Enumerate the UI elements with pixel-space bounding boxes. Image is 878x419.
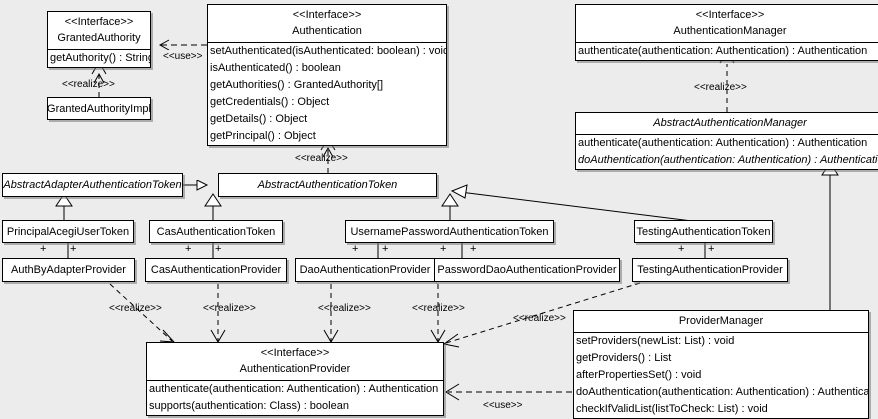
class-header: ProviderManager [574,311,868,332]
association-marker-plus: + [708,243,715,255]
class-name: TestingAuthenticationProvider [637,264,783,276]
association-marker-plus: + [215,243,222,255]
class-header: <<Interface>> GrantedAuthority [48,12,150,49]
class-header: <<Interface>> Authentication [208,5,446,42]
operation: afterPropertiesSet() : void [576,369,702,381]
class-name: CasAuthenticationProvider [150,264,282,276]
class-name: AbstractAdapterAuthenticationToken [3,179,182,191]
operation: supports(authentication: Class) : boolea… [149,400,349,412]
stereotype-label: <<Interface>> [695,9,765,21]
operation: isAuthenticated() : boolean [210,62,341,74]
class-name: AuthenticationManager [673,25,787,37]
operation: getAuthority() : String [50,52,151,64]
operation: doAuthentication(authentication: Authent… [576,386,869,398]
edge-label-realize-abstract-token: <<realize>> [295,153,348,164]
class-cas-authentication-token[interactable]: CasAuthenticationToken [149,220,283,243]
association-marker-plus: + [440,243,447,255]
edge-label-realize-abstract-manager: <<realize>> [694,82,747,93]
operations-compartment: getAuthority() : String [48,49,150,67]
class-name: PrincipalAcegiUserToken [6,225,130,238]
edge-label-realize-password-dao-provider: <<realize>> [412,303,465,314]
class-authentication-manager[interactable]: <<Interface>> AuthenticationManager auth… [575,4,878,61]
operations-compartment: authenticate(authentication: Authenticat… [576,134,878,169]
class-header: <<Interface>> AuthenticationProvider [147,343,443,380]
association-marker-plus: + [70,243,77,255]
operation: authenticate(authentication: Authenticat… [149,383,439,395]
class-name: TestingAuthenticationToken [636,225,771,238]
class-name: AbstractAuthenticationToken [257,179,398,191]
operation: doAuthentication(authentication: Authent… [578,154,878,166]
class-dao-authentication-provider[interactable]: DaoAuthenticationProvider [295,258,435,282]
class-name: CasAuthenticationToken [156,225,276,238]
operation: getDetails() : Object [210,113,308,125]
operations-compartment: authenticate(authentication: Authenticat… [576,42,878,60]
class-authentication[interactable]: <<Interface>> Authentication setAuthenti… [207,4,447,146]
association-marker-plus: + [185,243,192,255]
class-name: Authentication [292,25,362,37]
class-header: AbstractAuthenticationManager [576,113,878,134]
operation: getAuthorities() : GrantedAuthority[] [210,79,384,91]
class-testing-authentication-provider[interactable]: TestingAuthenticationProvider [632,258,788,282]
operation: getPrincipal() : Object [210,130,316,142]
operation: authenticate(authentication: Authenticat… [578,45,868,57]
association-marker-plus: + [40,243,47,255]
class-name: DaoAuthenticationProvider [299,264,431,276]
class-name: UsernamePasswordAuthenticationToken [350,225,549,238]
association-marker-plus: + [382,243,389,255]
stereotype-label: <<Interface>> [64,16,134,28]
class-username-password-authentication-token[interactable]: UsernamePasswordAuthenticationToken [345,220,554,243]
operations-compartment: setAuthenticated(isAuthenticated: boolea… [208,42,446,145]
stereotype-label: <<Interface>> [292,9,362,21]
class-testing-authentication-token[interactable]: TestingAuthenticationToken [634,220,773,243]
class-abstract-adapter-authentication-token[interactable]: AbstractAdapterAuthenticationToken [2,173,183,197]
class-abstract-authentication-token[interactable]: AbstractAuthenticationToken [218,173,437,197]
class-authentication-provider[interactable]: <<Interface>> AuthenticationProvider aut… [146,342,444,416]
association-marker-plus: + [352,243,359,255]
operation: authenticate(authentication: Authenticat… [578,137,868,149]
class-abstract-authentication-manager[interactable]: AbstractAuthenticationManager authentica… [575,112,878,170]
operation: setProviders(newList: List) : void [576,335,735,347]
class-name: AbstractAuthenticationManager [653,117,807,129]
association-marker-plus: + [678,243,685,255]
operations-compartment: authenticate(authentication: Authenticat… [147,380,443,415]
class-name: AuthenticationProvider [239,363,351,375]
association-marker-plus: + [470,243,477,255]
operation: getProviders() : List [576,352,672,364]
class-name: PasswordDaoAuthenticationProvider [437,264,617,276]
class-provider-manager[interactable]: ProviderManager setProviders(newList: Li… [573,310,869,419]
class-principal-acegi-user-token[interactable]: PrincipalAcegiUserToken [2,220,134,243]
operation: checkIfValidList(listToCheck: List) : vo… [576,403,768,415]
edge-label-realize-granted-authority-impl: <<realize>> [62,79,115,90]
operation: getCredentials() : Object [210,96,330,108]
class-name: GrantedAuthority [57,32,141,44]
operations-compartment: setProviders(newList: List) : void getPr… [574,332,868,418]
edge-label-realize-auth-by-adapter: <<realize>> [109,303,162,314]
class-header: <<Interface>> AuthenticationManager [576,5,878,42]
edge-label-use-provider-manager: <<use>> [483,400,523,411]
class-cas-authentication-provider[interactable]: CasAuthenticationProvider [145,258,287,282]
class-name: AuthByAdapterProvider [11,264,126,276]
stereotype-label: <<Interface>> [260,347,330,359]
edge-label-realize-testing-provider: <<realize>> [513,313,566,324]
class-password-dao-authentication-provider[interactable]: PasswordDaoAuthenticationProvider [434,258,620,282]
class-name: GrantedAuthorityImpl [47,102,151,115]
class-auth-by-adapter-provider[interactable]: AuthByAdapterProvider [2,258,135,282]
edge-label-use-granted-authority: <<use>> [163,51,203,62]
edge-label-realize-dao-provider: <<realize>> [318,303,371,314]
class-granted-authority-impl[interactable]: GrantedAuthorityImpl [47,97,151,120]
operation: setAuthenticated(isAuthenticated: boolea… [210,45,447,57]
class-granted-authority[interactable]: <<Interface>> GrantedAuthority getAuthor… [47,11,151,68]
class-name: ProviderManager [678,315,764,327]
edge-label-realize-cas-provider: <<realize>> [203,303,256,314]
